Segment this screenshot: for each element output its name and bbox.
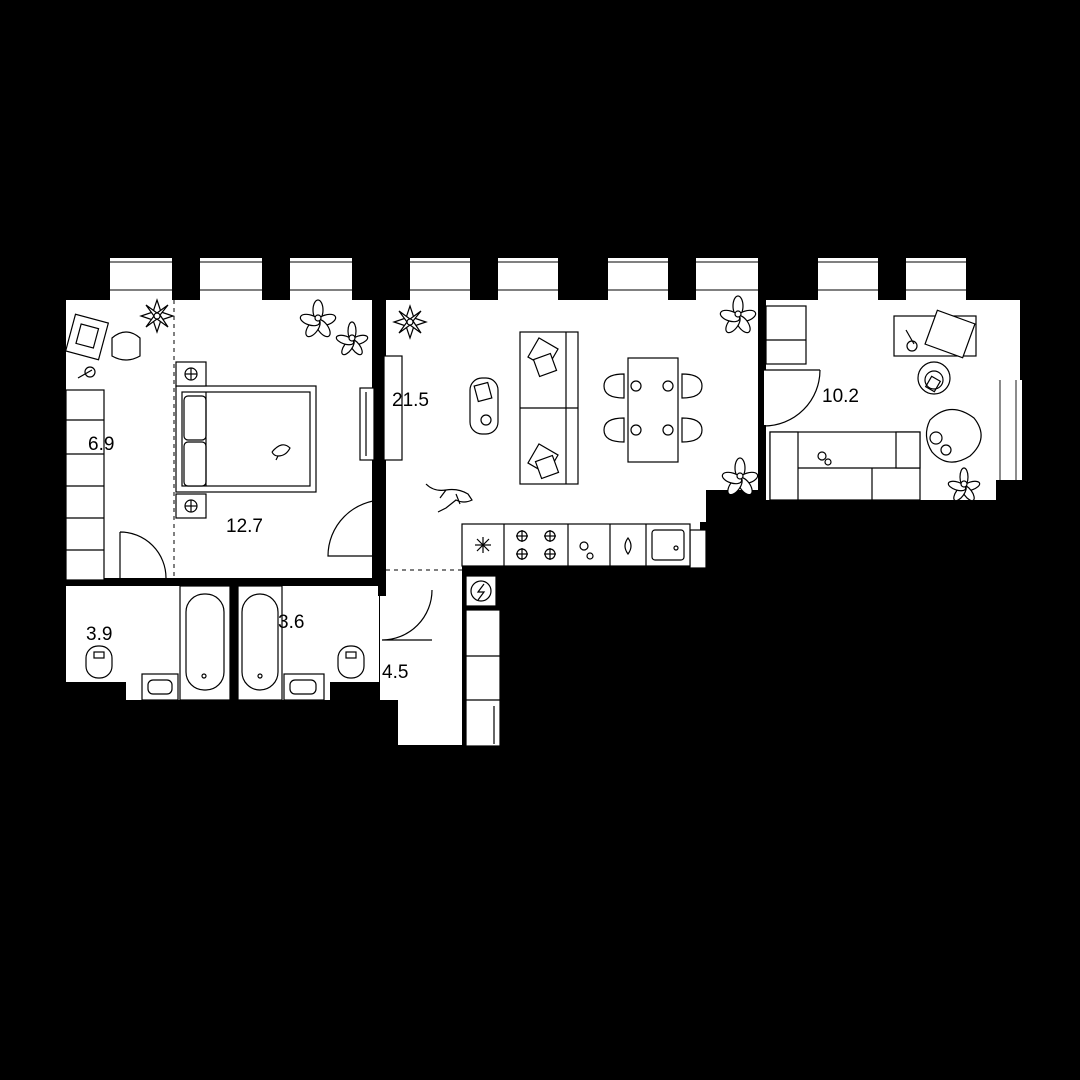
area-bathroom-1: 3.9	[86, 624, 112, 645]
area-bathroom-2: 3.6	[278, 612, 304, 633]
boiler-icon	[465, 575, 497, 607]
tap-icon	[624, 536, 632, 556]
bathtub-icon	[179, 585, 231, 701]
chair-icon	[111, 331, 141, 361]
flower-icon	[139, 298, 175, 334]
walls	[52, 258, 1034, 760]
armchair-icon	[925, 408, 982, 463]
sink-icon	[283, 673, 325, 701]
bed-icon	[175, 385, 317, 493]
fridge-icon	[475, 537, 491, 553]
flower-icon	[299, 299, 337, 338]
hall-wardrobe	[465, 609, 501, 747]
toilet-icon	[337, 645, 365, 679]
nightstand-icon	[175, 361, 207, 519]
study-shelf	[765, 305, 807, 365]
dog-icon	[425, 483, 473, 513]
kettle-icon	[579, 541, 594, 560]
flower-icon	[335, 321, 369, 356]
sink-icon	[141, 673, 179, 701]
sink-icon	[651, 529, 685, 561]
armchair-icon	[917, 361, 951, 395]
tv-stand-icon	[383, 355, 403, 461]
doors	[119, 369, 821, 823]
tv-icon	[359, 387, 375, 461]
flower-icon	[721, 457, 759, 496]
area-wardrobe: 6.9	[88, 434, 114, 455]
coffee-table-icon	[469, 377, 499, 435]
bathtub-icon	[237, 585, 283, 701]
chair-icon	[603, 373, 703, 443]
wardrobe-shelves	[65, 389, 105, 581]
area-hallway: 4.5	[382, 662, 408, 683]
area-bedroom: 12.7	[226, 516, 263, 537]
table-icon	[627, 357, 679, 463]
sofa-icon	[769, 431, 921, 501]
flower-icon	[947, 467, 981, 502]
toilet-icon	[85, 645, 113, 679]
cat-icon	[271, 444, 291, 461]
desk-icon	[893, 309, 977, 359]
desk-icon	[64, 313, 110, 379]
flower-icon	[392, 304, 428, 340]
flower-icon	[719, 295, 757, 334]
stove-icon	[516, 530, 556, 560]
area-living-kitchen: 21.5	[392, 390, 429, 411]
sofa-icon	[519, 331, 579, 485]
area-study: 10.2	[822, 386, 859, 407]
